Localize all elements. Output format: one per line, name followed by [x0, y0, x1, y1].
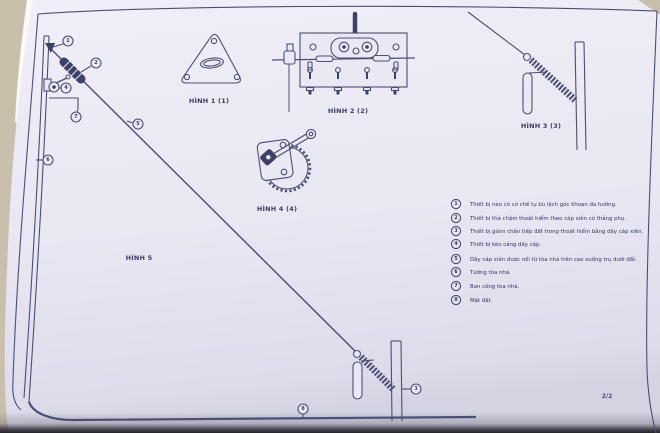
shock-spring — [358, 354, 396, 392]
winch-plate — [256, 139, 294, 181]
callout-5: 5 — [126, 118, 144, 130]
damper-bar — [522, 72, 533, 115]
figure-5-escape-system-diagram: 1 2 4 7 5 6 3 — [23, 35, 477, 422]
figure-1-anchor-plate: HÌNH 1 (1) — [181, 33, 241, 105]
callout-8-number: 8 — [301, 406, 305, 412]
clamp-bolts — [305, 67, 400, 95]
callout-6: 6 — [36, 154, 54, 166]
figure-2-label: HÌNH 2 (2) — [328, 106, 368, 115]
legend-text-1: Thiết bị neo có cơ chế tự bù lệch góc kh… — [469, 201, 617, 208]
legend-item-4: 4 Thiết bị kéo căng dây cáp. — [450, 238, 541, 250]
wall-winch-device — [43, 74, 71, 93]
figure-5-label: HÌNH 5 — [126, 253, 153, 262]
photo-bottom-shadow — [0, 412, 660, 433]
side-bracket — [283, 43, 296, 112]
anchor-device — [45, 43, 55, 53]
callout-4-number: 4 — [64, 85, 68, 91]
legend-list: 1 Thiết bị neo có cơ chế tự bù lệch góc … — [450, 198, 644, 306]
callout-2-number: 2 — [94, 60, 98, 66]
ground-post — [390, 340, 403, 422]
legend-num-8: 8 — [454, 297, 458, 303]
legend-text-3: Thiết bị giảm chấn tiếp đất trong thoát … — [469, 228, 644, 235]
ground-pylon-assembly — [352, 340, 403, 422]
cable-end-eyelet — [352, 349, 362, 359]
legend-item-1: 1 Thiết bị neo có cơ chế tự bù lệch góc … — [450, 198, 617, 210]
figure-1-label: HÌNH 1 (1) — [189, 96, 229, 105]
figure-4-label: HÌNH 4 (4) — [257, 204, 297, 213]
callout-7: 7 — [70, 108, 82, 123]
legend-num-2: 2 — [454, 215, 458, 221]
balcony-outline — [49, 97, 79, 109]
legend-text-2: Thiết bị thả chậm thoát hiểm theo cáp xi… — [469, 215, 626, 222]
escape-cable — [49, 47, 358, 354]
paper-sheet — [4, 0, 660, 433]
page-border-frame — [12, 5, 658, 433]
descender-device — [59, 57, 86, 84]
post — [574, 41, 587, 151]
legend-text-5: Dây cáp xiên được nối từ tòa nhà trên ca… — [470, 256, 637, 263]
legend-num-7: 7 — [454, 283, 458, 289]
ratchet-gear-teeth — [262, 143, 312, 193]
cable-through-device — [271, 57, 416, 61]
page-number: 2/2 — [602, 393, 613, 400]
plate-slot — [200, 57, 224, 69]
legend-item-5: 5 Dây cáp xiên được nối từ tòa nhà trên … — [450, 253, 637, 265]
crank-handle — [272, 128, 317, 159]
legend-num-3: 3 — [454, 228, 458, 234]
legend-num-6: 6 — [454, 269, 458, 275]
figure-2-brake-device: HÌNH 2 (2) — [271, 11, 416, 115]
legend-text-8: Mặt đất. — [470, 297, 493, 304]
callout-1-number: 1 — [66, 38, 70, 44]
callout-3: 3 — [402, 383, 422, 395]
legend-num-4: 4 — [454, 241, 458, 247]
legend-num-5: 5 — [454, 256, 458, 262]
cable-shackle — [260, 149, 277, 166]
callout-5-number: 5 — [136, 121, 140, 127]
callout-6-number: 6 — [46, 157, 50, 163]
callout-4: 4 — [59, 82, 72, 94]
triangle-plate — [181, 33, 241, 84]
legend-text-7: Ban công tòa nhà. — [470, 283, 520, 290]
figure-3-label: HÌNH 3 (3) — [521, 121, 561, 130]
legend-item-8: 8 Mặt đất. — [450, 294, 493, 306]
figure-3-damper-spring: HÌNH 3 (3) — [467, 11, 587, 151]
callout-1: 1 — [52, 35, 74, 48]
callout-7-number: 7 — [74, 114, 78, 120]
ground-line — [27, 401, 477, 422]
damper-bar — [352, 361, 363, 400]
spring-coil — [528, 57, 578, 103]
callout-8: 8 — [297, 403, 309, 418]
legend-text-6: Tường tòa nhà. — [469, 269, 511, 276]
legend-item-7: 7 Ban công tòa nhà. — [450, 280, 520, 292]
callout-2: 2 — [80, 57, 102, 73]
legend-item-6: 6 Tường tòa nhà. — [450, 266, 511, 278]
callout-3-number: 3 — [414, 386, 418, 392]
legend-num-1: 1 — [454, 201, 458, 207]
legend-item-3: 3 Thiết bị giảm chấn tiếp đất trong thoá… — [450, 225, 644, 237]
incoming-cable — [467, 11, 526, 56]
legend-item-2: 2 Thiết bị thả chậm thoát hiểm theo cáp … — [450, 212, 626, 224]
figure-4-tension-winch: HÌNH 4 (4) — [256, 128, 317, 213]
legend-text-4: Thiết bị kéo căng dây cáp. — [469, 241, 541, 248]
